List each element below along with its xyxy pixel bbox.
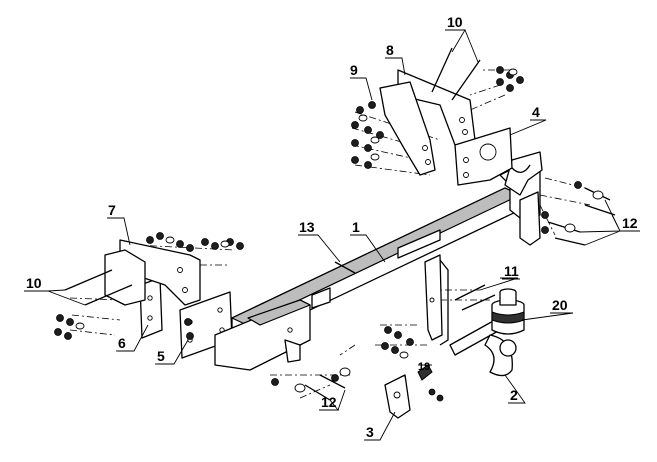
left-bracket-main bbox=[214, 299, 311, 371]
left-side-plate-7 bbox=[104, 239, 201, 306]
callout-10-left: 10 bbox=[26, 275, 42, 291]
callout-7: 7 bbox=[108, 202, 116, 218]
callout-19: 19 bbox=[418, 361, 430, 373]
callout-1: 1 bbox=[352, 219, 360, 235]
callout-6: 6 bbox=[118, 335, 126, 351]
callout-9: 9 bbox=[350, 62, 358, 78]
callout-11: 11 bbox=[504, 263, 519, 279]
callout-4: 4 bbox=[532, 104, 540, 120]
callout-20: 20 bbox=[552, 297, 568, 313]
right-bracket-9 bbox=[379, 81, 436, 176]
callout-13: 13 bbox=[299, 219, 315, 235]
socket-plate-3 bbox=[384, 374, 411, 419]
callout-5: 5 bbox=[157, 348, 165, 364]
washers-and-nuts bbox=[54, 66, 604, 402]
callout-12-bottom: 12 bbox=[321, 394, 337, 410]
callout-10-top: 10 bbox=[447, 14, 463, 30]
part-callouts: 10 8 9 4 7 1 13 11 12 10 6 5 20 2 19 12 … bbox=[26, 14, 638, 440]
callout-12-right: 12 bbox=[622, 215, 638, 231]
bolts bbox=[64, 47, 616, 401]
ball-cover-20 bbox=[491, 288, 525, 335]
callout-underlines bbox=[24, 29, 640, 441]
callout-2: 2 bbox=[510, 387, 518, 403]
socket-hanger bbox=[424, 254, 449, 346]
callout-8: 8 bbox=[386, 42, 394, 58]
callout-3: 3 bbox=[366, 424, 374, 440]
tow-ball-neck-2 bbox=[449, 319, 517, 377]
right-plate-4 bbox=[454, 127, 513, 186]
